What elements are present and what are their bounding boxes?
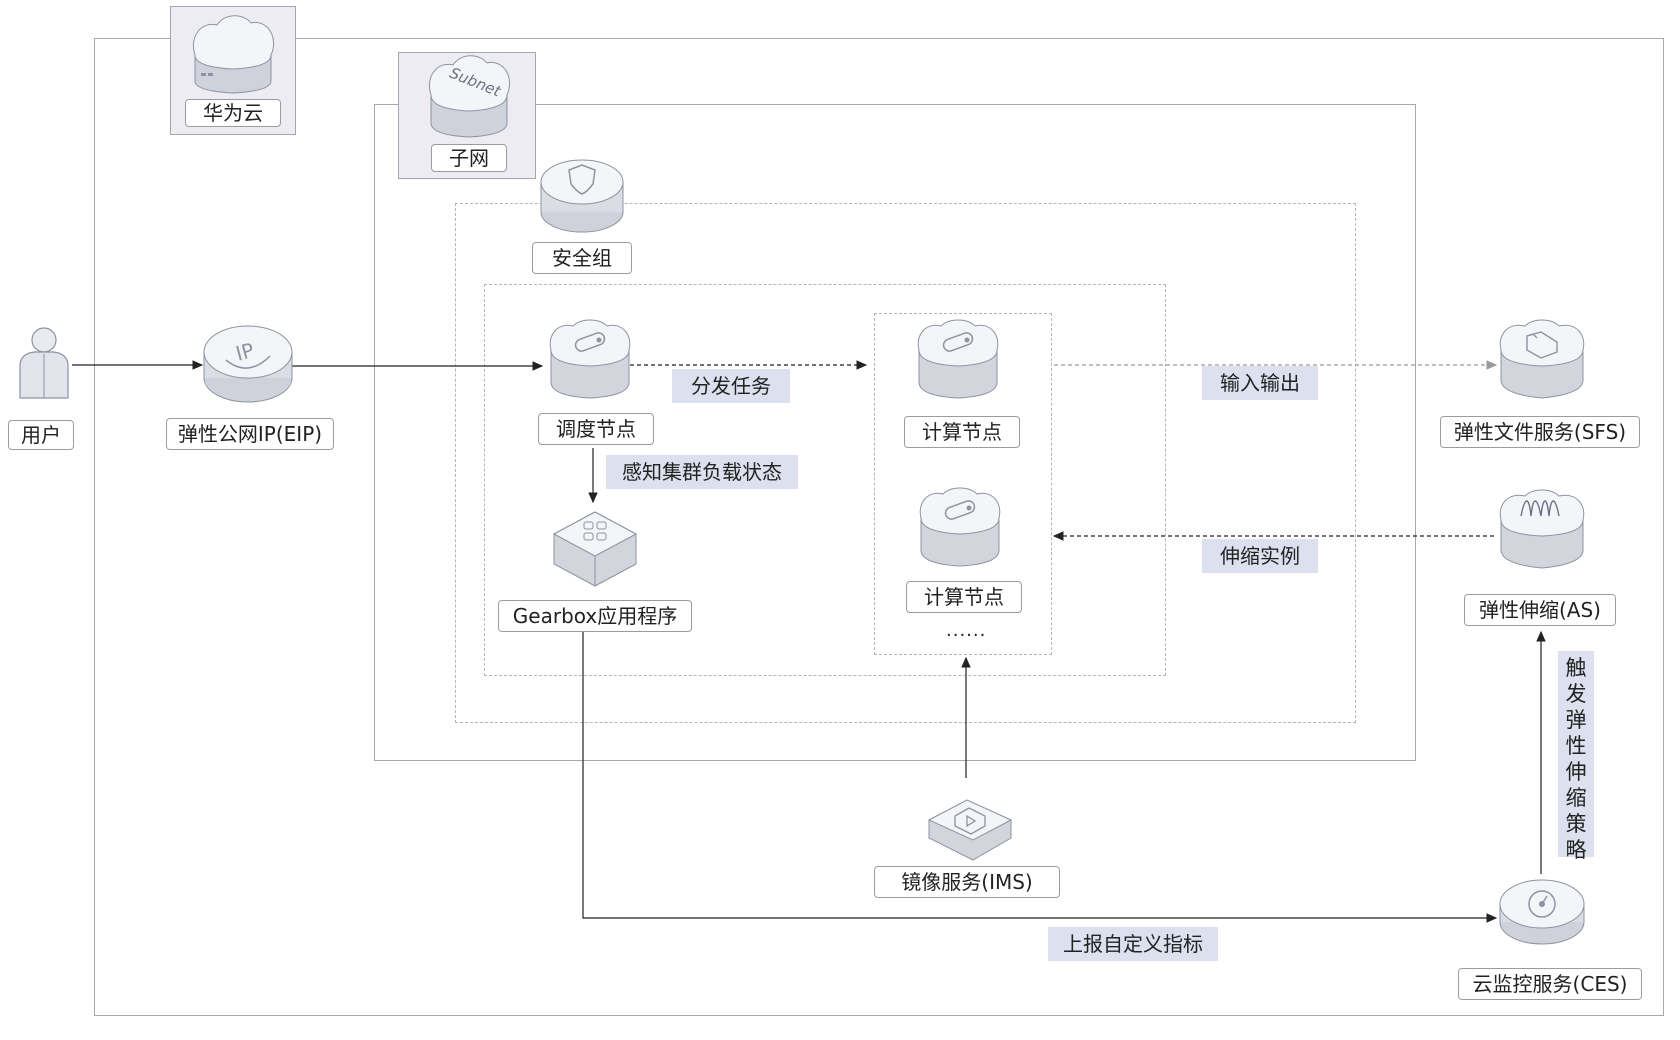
compute-frame [874, 313, 1052, 655]
subnet-icon: Subnet [429, 55, 510, 138]
auto-scaling-icon [1499, 489, 1585, 569]
cloud-icon [193, 15, 274, 94]
cloud-container-badge: 华为云 [170, 6, 296, 135]
security-group-label: 安全组 [532, 242, 632, 274]
trigger-char: 弹 [1565, 708, 1587, 732]
ims-label: 镜像服务(IMS) [874, 866, 1060, 898]
sense-tag: 感知集群负载状态 [606, 455, 798, 489]
gearbox-label: Gearbox应用程序 [498, 600, 692, 632]
eip-label: 弹性公网IP(EIP) [166, 418, 334, 450]
trigger-char: 略 [1565, 838, 1587, 862]
trigger-char: 伸 [1565, 760, 1587, 784]
report-tag: 上报自定义指标 [1048, 927, 1218, 961]
shield-icon [540, 159, 624, 233]
io-tag: 输入输出 [1202, 366, 1318, 400]
cloud-label: 华为云 [185, 99, 281, 127]
dispatch-tag: 分发任务 [672, 369, 790, 403]
user-icon [19, 327, 69, 399]
compute-1-icon [917, 319, 999, 399]
sfs-label: 弹性文件服务(SFS) [1440, 416, 1640, 448]
as-label: 弹性伸缩(AS) [1464, 594, 1616, 626]
image-icon [927, 799, 1013, 861]
user-label: 用户 [8, 420, 74, 450]
trigger-char: 策 [1565, 812, 1587, 836]
trigger-tag: 触 发 弹 性 伸 缩 策 略 [1558, 651, 1594, 862]
compute-more: ...... [946, 620, 987, 641]
subnet-label: 子网 [431, 144, 507, 172]
edge-report [582, 630, 1498, 923]
svg-text:IP: IP [233, 338, 257, 366]
compute-1-label: 计算节点 [904, 416, 1020, 448]
security-group-frame [455, 203, 1356, 723]
compute-2-label: 计算节点 [906, 581, 1022, 613]
subnet-frame [374, 104, 1416, 761]
scheduler-label: 调度节点 [538, 413, 654, 445]
eip-icon: IP [203, 325, 293, 403]
cluster-frame [484, 284, 1166, 676]
subnet-container-badge: Subnet 子网 [398, 52, 536, 179]
folder-icon [1499, 319, 1585, 399]
trigger-char: 性 [1565, 734, 1587, 758]
trigger-char: 触 [1565, 656, 1587, 680]
scale-tag: 伸缩实例 [1202, 539, 1318, 573]
trigger-char: 缩 [1565, 786, 1587, 810]
cloud-frame [94, 38, 1664, 1016]
scheduler-icon [549, 319, 631, 399]
monitor-icon [1499, 879, 1585, 945]
app-grid-icon [552, 511, 638, 587]
ces-label: 云监控服务(CES) [1458, 968, 1642, 1000]
compute-2-icon [919, 487, 1001, 567]
trigger-char: 发 [1565, 682, 1587, 706]
